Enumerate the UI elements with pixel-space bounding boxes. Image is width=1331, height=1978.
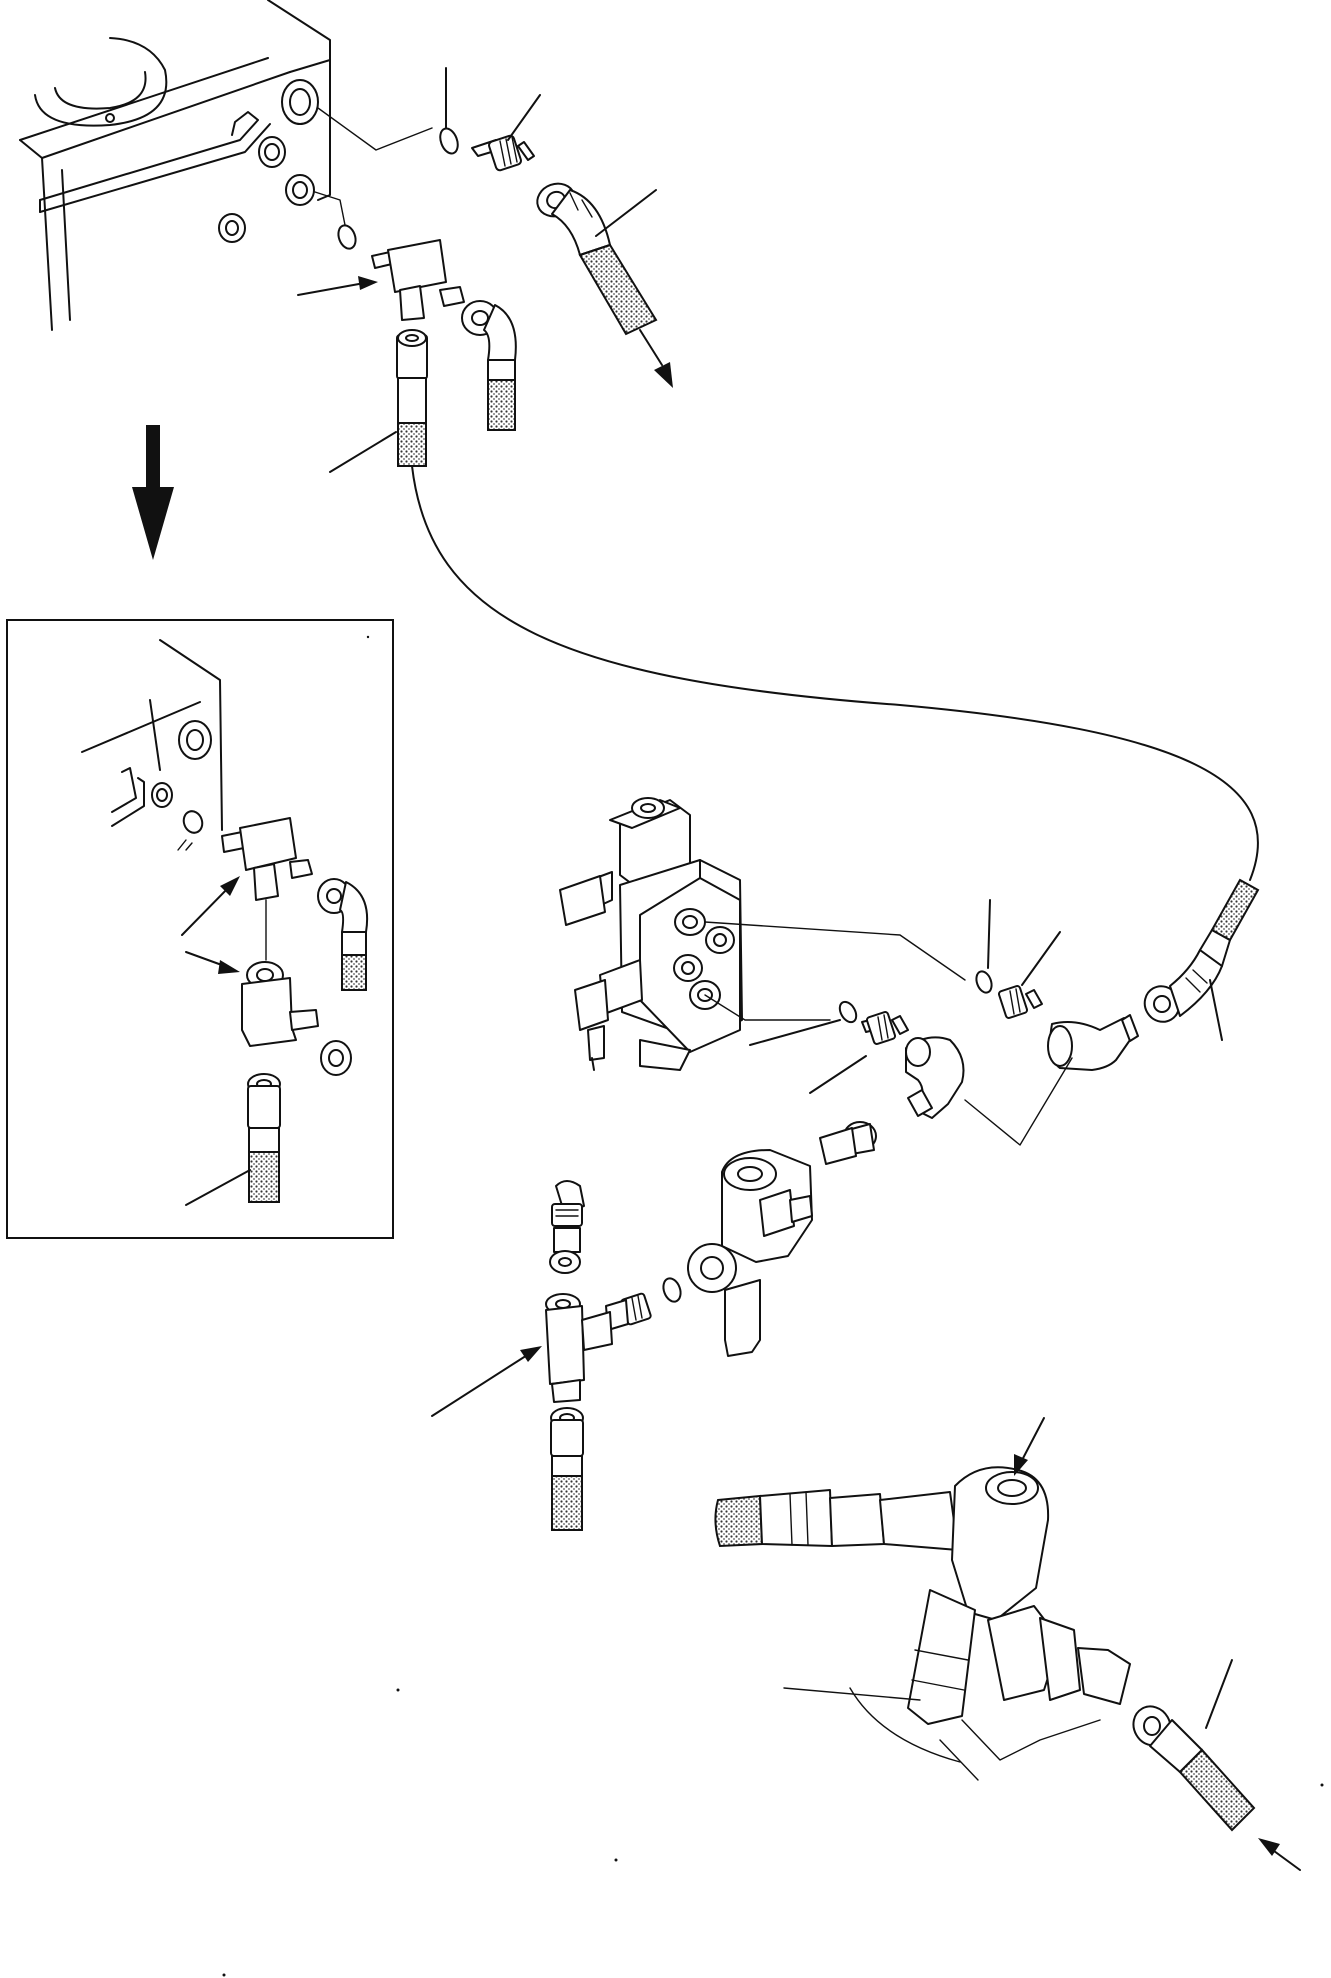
hose-left-top [396, 329, 428, 467]
adapter-lower [605, 1292, 652, 1331]
oring-top [439, 127, 459, 155]
long-hose-line [411, 465, 1259, 881]
hose-cylinder [1132, 1705, 1256, 1832]
view-arrow [132, 425, 174, 560]
oring-tee-top [337, 224, 357, 250]
inset-tee [221, 817, 313, 901]
cylinder-assembly [714, 1466, 1131, 1781]
tank-port-lower [218, 213, 246, 243]
hydraulic-tank [19, 0, 331, 331]
control-valve [559, 797, 743, 1071]
tee-bottom [545, 1293, 613, 1403]
hose-valve-right [1143, 878, 1260, 1023]
oring-valve-left [838, 1000, 858, 1024]
tank-port-upper [281, 79, 319, 125]
elbow-hose-top-right [461, 300, 517, 431]
adapter-valve-left [861, 1011, 909, 1045]
elbow-valve-right [1047, 1014, 1139, 1071]
hose-top [536, 182, 658, 336]
oring-lower [662, 1277, 682, 1303]
check-valve [687, 1121, 877, 1357]
oring-valve-right [975, 970, 993, 994]
tank-port-mid [258, 136, 315, 206]
inset-elbow-hose [317, 878, 368, 991]
tee-top [371, 239, 465, 321]
pressure-check-coupler [549, 1180, 585, 1274]
elbow-valve-left [905, 1036, 965, 1119]
inset-hose [247, 1073, 281, 1203]
hose-bottom [550, 1407, 584, 1531]
adapter-top [471, 134, 535, 172]
inset-detail [6, 619, 394, 1239]
adapter-valve-right [997, 985, 1043, 1019]
inset-tee-lower [241, 961, 352, 1076]
